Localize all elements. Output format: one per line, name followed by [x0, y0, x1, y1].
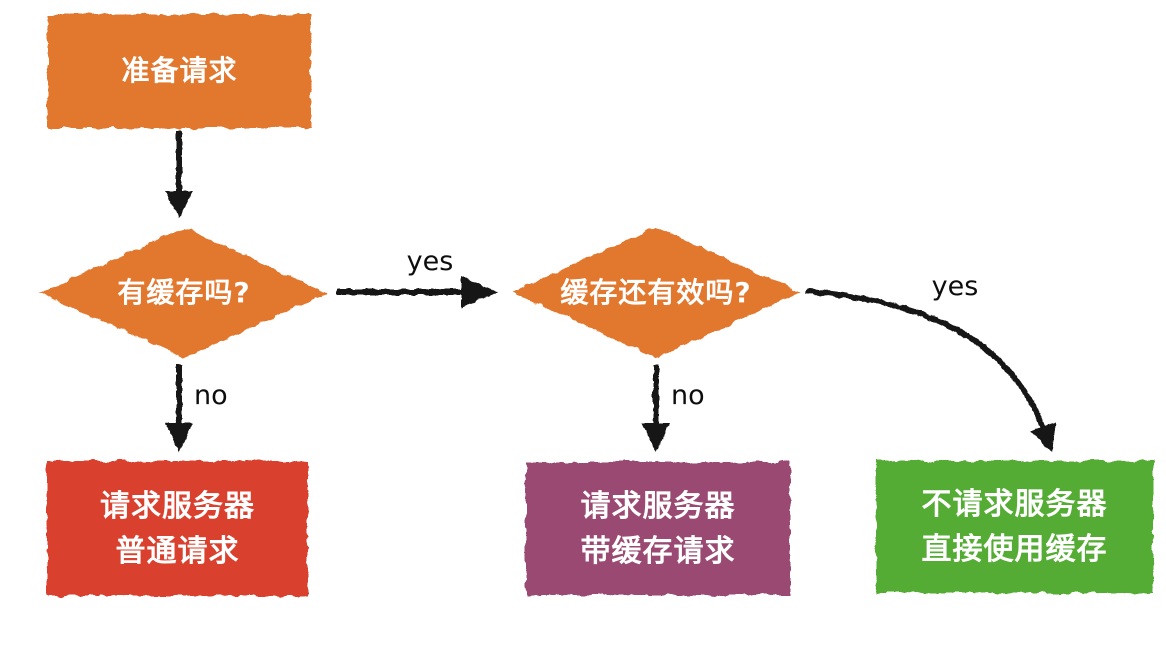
- start-node-shape: [48, 14, 311, 128]
- arrowhead-downright-icon: [1030, 422, 1056, 452]
- plain-request-node-shape: [47, 461, 308, 596]
- has-cache-decision-shape: [40, 228, 328, 358]
- arrow-has-cache-no: [165, 365, 193, 452]
- arrow-shaft-curved: [805, 288, 1046, 429]
- arrowhead-right-icon: [461, 276, 498, 308]
- cache-valid-decision-shape: [512, 227, 800, 358]
- arrowhead-down-icon: [165, 423, 193, 452]
- arrow-start-to-has-cache: [165, 131, 193, 219]
- cached-request-node-shape: [526, 462, 790, 595]
- arrow-cache-valid-yes: [805, 288, 1056, 452]
- arrow-cache-valid-no: [642, 365, 670, 452]
- arrowhead-down-icon: [165, 191, 193, 219]
- use-cache-node-shape: [876, 461, 1153, 593]
- arrow-has-cache-yes: [336, 276, 498, 308]
- arrowhead-down-icon: [642, 423, 670, 452]
